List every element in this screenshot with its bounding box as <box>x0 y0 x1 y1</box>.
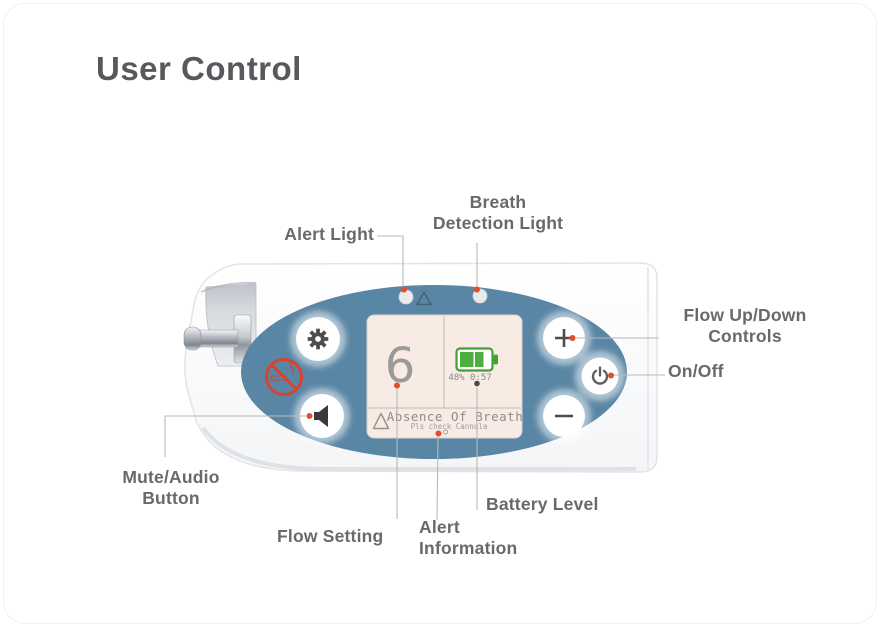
callout-line-alert-light <box>377 235 404 287</box>
display-screen: 6 48% 0:57 Absence Of Breath Pls check C… <box>366 314 523 439</box>
dot-flow-setting <box>394 382 400 389</box>
label-alert-information: Alert Information <box>419 517 518 559</box>
recess-overhang-shadow <box>200 281 257 293</box>
alert-light <box>398 289 414 305</box>
label-on-off: On/Off <box>668 361 724 381</box>
battery-icon <box>455 347 498 372</box>
label-battery-level: Battery Level <box>486 494 599 514</box>
page-title: User Control <box>96 50 302 87</box>
dot-alert-info-ring <box>443 429 448 435</box>
dot-breath-light <box>474 286 480 293</box>
breath-triangle-icon <box>416 291 432 306</box>
dot-alert-light <box>401 286 407 293</box>
callout-line-alert-info <box>436 436 439 521</box>
label-mute-audio: Mute/Audio Button <box>122 467 220 509</box>
alert-message: Absence Of Breath <box>387 409 523 424</box>
label-flow-setting: Flow Setting <box>277 526 384 546</box>
device-bottom-shadow <box>201 426 636 471</box>
speaker-icon <box>314 405 328 427</box>
dot-flow-controls <box>569 335 576 341</box>
alert-triangle-icon <box>372 412 390 430</box>
callout-lines <box>164 235 665 521</box>
power-button[interactable] <box>581 357 619 395</box>
flow-value: 6 <box>385 338 416 394</box>
mute-audio-button[interactable] <box>300 394 344 438</box>
dot-alert-info <box>435 430 442 437</box>
power-icon <box>591 366 609 385</box>
callout-line-mute <box>164 415 306 457</box>
settings-button[interactable] <box>296 317 340 361</box>
breath-detection-light <box>472 288 488 304</box>
dot-onoff <box>608 372 614 379</box>
oxygen-outlet-nozzle <box>183 314 252 364</box>
label-flow-controls: Flow Up/Down Controls <box>683 305 807 347</box>
gear-icon <box>307 328 329 350</box>
alert-submessage: Pls check Cannula <box>411 422 488 431</box>
no-smoking-icon <box>265 358 303 396</box>
dot-battery <box>474 380 480 387</box>
dot-mute <box>306 413 313 419</box>
label-alert-light: Alert Light <box>284 224 374 244</box>
label-breath-detection: Breath Detection Light <box>432 192 564 234</box>
flow-down-button[interactable] <box>543 395 585 437</box>
callout-dots <box>306 286 614 437</box>
battery-percentage-text: 48% 0:57 <box>448 373 491 383</box>
